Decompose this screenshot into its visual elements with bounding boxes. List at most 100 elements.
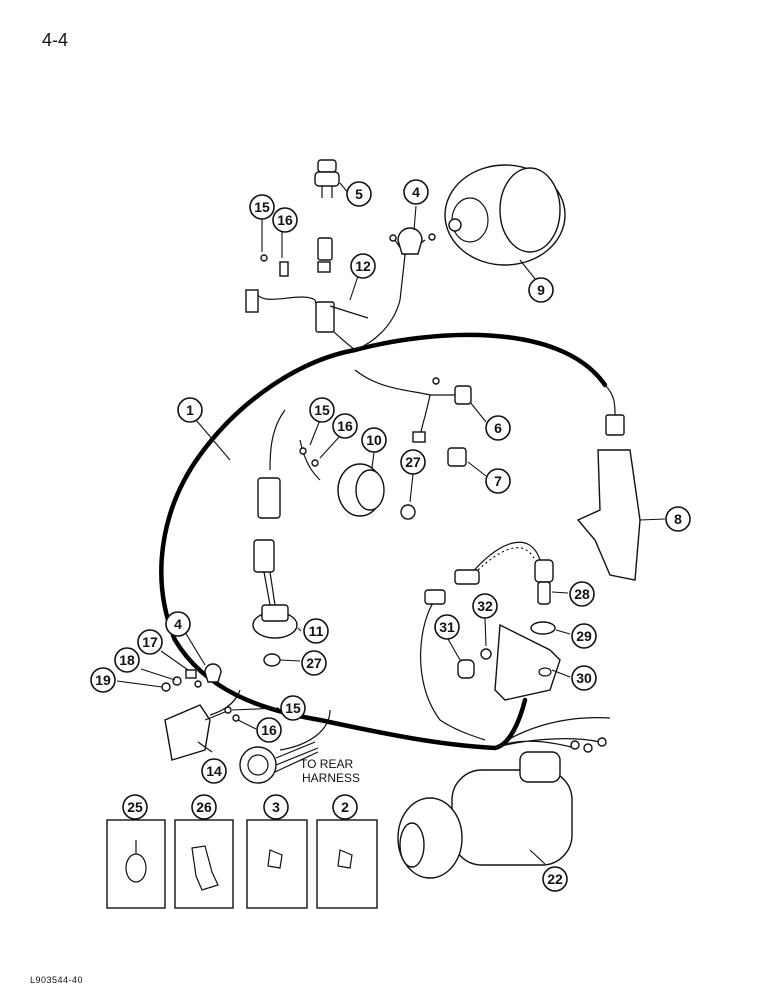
plug-27-lower (263, 653, 281, 667)
harness-branch-right (604, 384, 616, 416)
svg-text:16: 16 (337, 418, 353, 434)
svg-text:31: 31 (439, 619, 455, 635)
box-3 (246, 819, 308, 909)
svg-text:16: 16 (277, 212, 293, 228)
svg-text:9: 9 (537, 282, 545, 298)
washer-16-lower (232, 714, 240, 722)
svg-text:7: 7 (494, 473, 502, 489)
svg-text:6: 6 (494, 420, 502, 436)
svg-text:26: 26 (196, 799, 212, 815)
clip-32 (480, 648, 492, 660)
callout-26: 26 (191, 794, 217, 820)
note-line-2: HARNESS (302, 771, 360, 785)
callout-1: 1 (177, 397, 203, 423)
callout-8: 8 (665, 506, 691, 532)
callout-25: 25 (122, 794, 148, 820)
callout-12: 12 (350, 253, 376, 279)
svg-text:27: 27 (306, 655, 322, 671)
screw-17 (185, 669, 197, 679)
callout-5: 5 (346, 181, 372, 207)
plug-27-upper (400, 504, 416, 520)
sender-11 (252, 604, 298, 639)
box-25 (106, 819, 166, 909)
callout-6: 6 (485, 415, 511, 441)
svg-text:29: 29 (576, 628, 592, 644)
main-harness (159, 332, 608, 751)
svg-text:30: 30 (576, 670, 592, 686)
rear-harness-plug (239, 741, 319, 784)
terminal-4-lower (194, 663, 222, 688)
callout-22: 22 (542, 866, 568, 892)
svg-text:15: 15 (285, 700, 301, 716)
nut-15-mid (299, 447, 307, 455)
washer-18 (172, 676, 182, 686)
box-2 (316, 819, 378, 909)
svg-text:4: 4 (174, 616, 182, 632)
svg-text:22: 22 (547, 871, 563, 887)
leader-lines (116, 182, 666, 865)
svg-text:2: 2 (341, 799, 349, 815)
callout-32: 32 (472, 593, 498, 619)
nut-15-lower (224, 706, 232, 714)
svg-text:18: 18 (119, 652, 135, 668)
callout-11: 11 (303, 618, 329, 644)
relay-bracket-8 (576, 414, 641, 581)
svg-text:28: 28 (574, 586, 590, 602)
svg-text:15: 15 (254, 199, 270, 215)
svg-text:25: 25 (127, 799, 143, 815)
svg-text:27: 27 (405, 454, 421, 470)
callout-4: 4 (403, 179, 429, 205)
callout-15-mid: 15 (309, 397, 335, 423)
alternator (444, 164, 566, 266)
harness-branch-starter (494, 717, 611, 749)
note-line-1: TO REAR (300, 757, 353, 771)
sensor-7 (412, 431, 467, 467)
callout-15: 15 (249, 194, 275, 220)
harness-branch-upper (254, 239, 426, 351)
page-number: 4-4 (42, 30, 69, 50)
svg-text:17: 17 (142, 634, 158, 650)
callout-16-lower: 16 (256, 717, 282, 743)
svg-text:10: 10 (366, 432, 382, 448)
callout-14: 14 (201, 758, 227, 784)
svg-text:8: 8 (674, 511, 682, 527)
box-26 (174, 819, 234, 909)
callout-7: 7 (485, 468, 511, 494)
callout-10: 10 (361, 427, 387, 453)
washer-29 (530, 621, 556, 635)
svg-text:15: 15 (314, 402, 330, 418)
harness-branch-left (269, 409, 321, 481)
washer-16-mid (311, 459, 319, 467)
rear-harness-note: TO REAR HARNESS (300, 757, 360, 785)
callout-15-lower: 15 (280, 695, 306, 721)
callout-17: 17 (137, 629, 163, 655)
callout-18: 18 (114, 647, 140, 673)
callout-19: 19 (90, 667, 116, 693)
figure-code: L903544-40 (30, 975, 84, 985)
nut-19 (161, 682, 171, 692)
callout-29: 29 (571, 623, 597, 649)
svg-text:19: 19 (95, 672, 111, 688)
svg-text:12: 12 (355, 258, 371, 274)
svg-text:3: 3 (272, 799, 280, 815)
callout-16-mid: 16 (332, 413, 358, 439)
callout-3: 3 (263, 794, 289, 820)
svg-text:32: 32 (477, 598, 493, 614)
callout-28: 28 (569, 581, 595, 607)
callout-4-lower: 4 (165, 611, 191, 637)
fuse-holder-28 (424, 541, 554, 605)
switch-5 (314, 159, 340, 198)
diode-31 (457, 659, 475, 679)
svg-text:14: 14 (206, 763, 222, 779)
connector-left (253, 477, 281, 606)
connector-4-top (389, 227, 436, 255)
callout-30: 30 (571, 665, 597, 691)
sensor-6 (432, 377, 472, 405)
callout-31: 31 (434, 614, 460, 640)
starter-motor-22 (397, 737, 607, 879)
svg-text:16: 16 (261, 722, 277, 738)
callout-2: 2 (332, 794, 358, 820)
harness-branch-battery (420, 599, 486, 741)
callout-9: 9 (528, 277, 554, 303)
